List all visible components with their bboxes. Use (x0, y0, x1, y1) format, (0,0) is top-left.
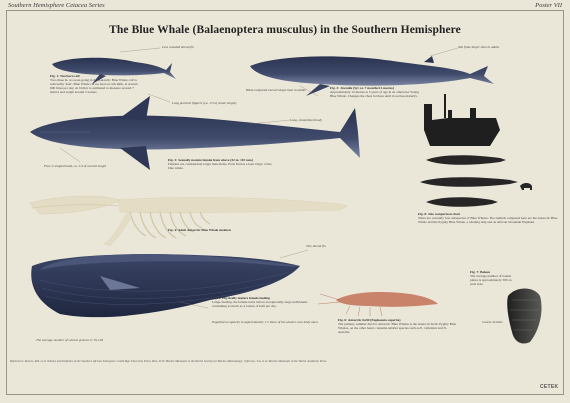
fig1-caption: Fig. 1: Newborn calf Two-three m. at oce… (50, 74, 140, 94)
callout-dorsal: Tiny dorsal fin (306, 244, 326, 248)
callout-body-shape: Hind compared overall shape than in adul… (246, 88, 306, 92)
fig8-title: Fig. 8: Size comparison chart (418, 212, 461, 216)
fig3-title: Fig. 3: Sexually mature female from abov… (168, 158, 254, 162)
callout-lines (59, 47, 459, 309)
poster-frame (6, 10, 564, 395)
callout-head-shape: Flat, U-shaped head, ca. 1/4 of overall … (44, 164, 107, 168)
calf-whale (52, 57, 176, 84)
fig7-caption: Fig. 7: Baleen The average number of bal… (470, 270, 514, 286)
poster-number: Poster VII (535, 2, 562, 9)
fig3-caption: Fig. 3: Sexually mature female from abov… (168, 158, 278, 170)
fig4-caption: Fig. 4: Adult Antarctic Blue Whale skele… (168, 228, 278, 232)
fig1-text: Two-three m. at ocean-going in the Antar… (50, 78, 138, 94)
fig8-caption: Fig. 8: Size comparison chart There are … (418, 212, 558, 224)
fig7-text: The average number of baleen plates is a… (470, 274, 512, 286)
fig2-caption: Fig. 2: Juvenile (5yr ca. 7 months/12 me… (330, 86, 424, 98)
fig2-text: Approximately 12 metres at 5 years of ag… (330, 90, 419, 98)
callout-long-body: Long, streamlined body (290, 118, 322, 122)
poster-title: The Blue Whale (Balaenoptera musculus) i… (109, 24, 461, 36)
adult-female-top-view (30, 96, 360, 170)
callout-flipper: Long pectoral flippers (ca. 1/3 of whole… (172, 101, 237, 105)
fig5-text: Lunge feeding, the female turns before e… (212, 300, 308, 308)
callout-tail-fin: Tail fluke larger than in adults (458, 45, 500, 49)
feeding-whale (31, 254, 301, 318)
whale-skeleton (29, 195, 349, 247)
publisher-logo: CETEK (540, 384, 559, 390)
callout-newborn-fin: Less rounded dorsal fin (162, 45, 194, 49)
series-label: Southern Hemisphere Cetacea Series (8, 2, 105, 9)
fig6-title: Fig. 6: Antarctic Krill (Euphausia super… (338, 318, 401, 322)
callout-average-grooves: The average number of ventral grooves is… (36, 338, 103, 342)
size-comparison (420, 94, 532, 207)
juvenile-whale (250, 56, 494, 96)
fig5-caption: Fig. 5: Physically mature female feeding… (212, 296, 316, 308)
fig6-caption: Fig. 6: Antarctic Krill (Euphausia super… (338, 318, 458, 334)
fig7-title: Fig. 7: Baleen (470, 270, 490, 274)
callout-engulfment: Engulfment capacity in approximately 1.5… (212, 320, 318, 324)
fig3-text: Females are considerably larger than mal… (168, 162, 272, 170)
callout-baleen-bristles: Coarse bristles (482, 320, 503, 324)
fig1-title: Fig. 1: Newborn calf (50, 74, 80, 78)
references: References: Reeves, R.R. et al. Whales a… (10, 359, 328, 363)
krill-illustration (317, 292, 438, 317)
fig2-title: Fig. 2: Juvenile (5yr ca. 7 months/12 me… (330, 86, 395, 90)
fig5-title: Fig. 5: Physically mature female feeding (212, 296, 270, 300)
fig6-text: The primary summer diet for Antarctic Bl… (338, 322, 457, 334)
baleen-plate (507, 288, 542, 344)
fig8-text: There are currently four subspecies of B… (418, 216, 558, 224)
fig4-title: Fig. 4: Adult Antarctic Blue Whale skele… (168, 228, 231, 232)
